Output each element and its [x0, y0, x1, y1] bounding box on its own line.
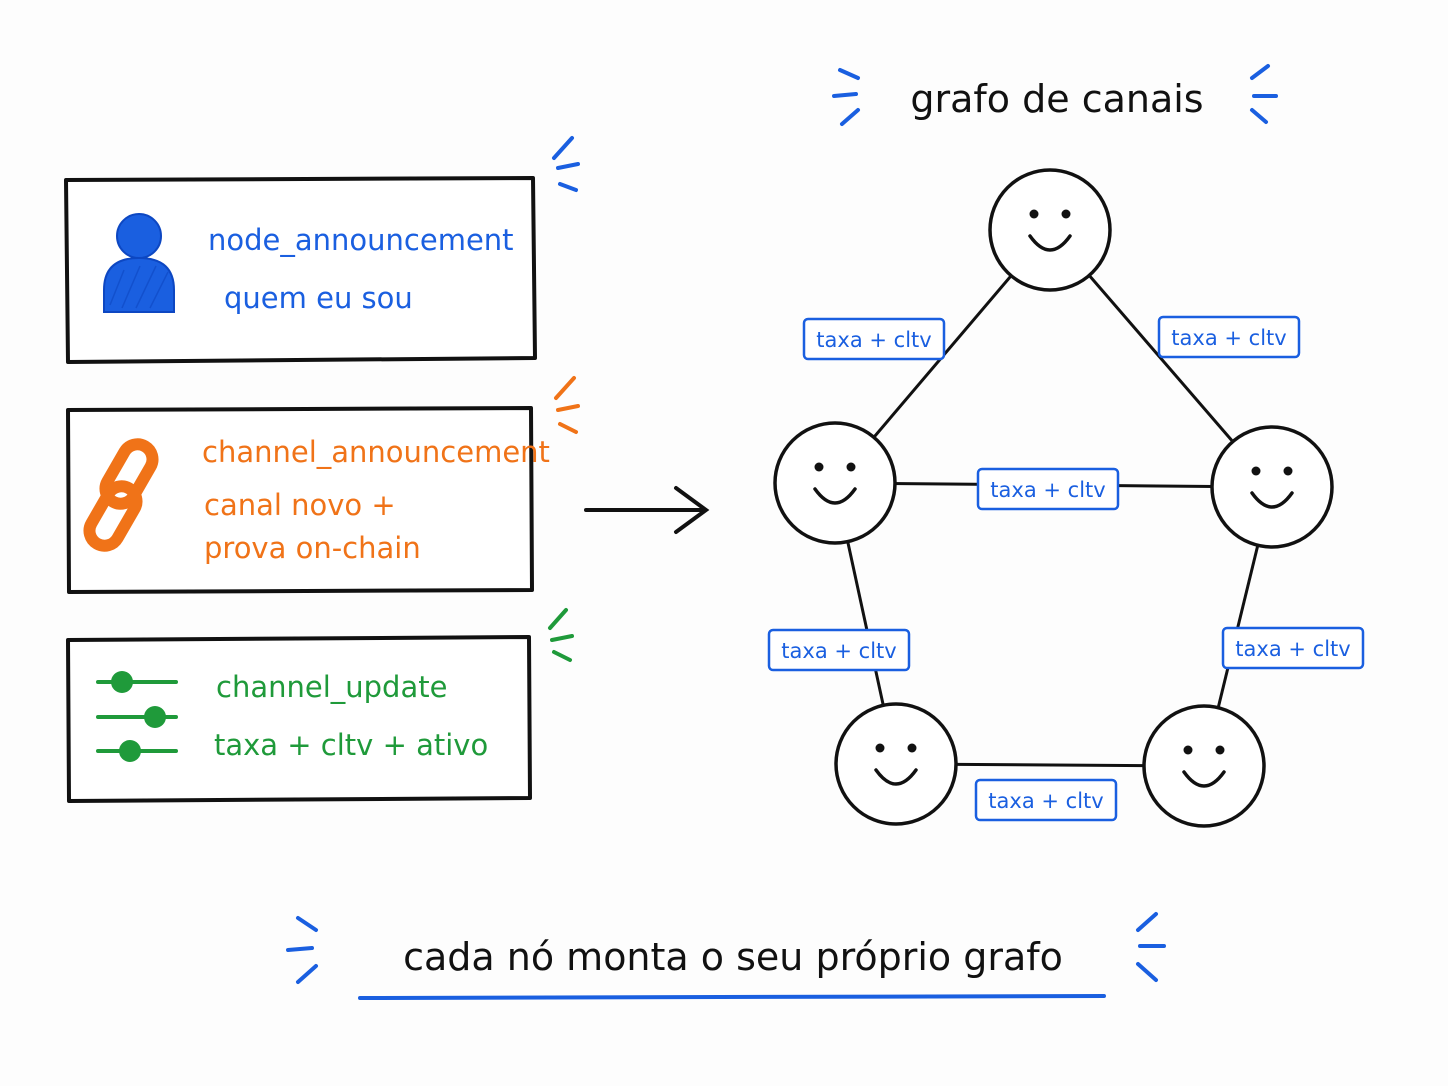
smiley-mouth — [1028, 234, 1072, 252]
smiley-eye-right — [1215, 745, 1225, 755]
smiley-face-icon — [834, 702, 958, 826]
smiley-eye-left — [814, 462, 824, 472]
edge-label: taxa + cltv — [767, 628, 911, 672]
smiley-mouth — [874, 768, 918, 786]
card-update-line-1: taxa + cltv + ativo — [214, 728, 488, 762]
smiley-mouth — [1182, 770, 1226, 788]
edge-label: taxa + cltv — [1221, 626, 1365, 670]
card-channel-title: channel_announcement — [202, 435, 550, 469]
edge-label-box — [1157, 315, 1301, 359]
graph-node-right — [1210, 425, 1334, 549]
card-channel-update: channel_update taxa + cltv + ativo — [66, 608, 574, 803]
graph-nodes — [773, 168, 1334, 828]
smiley-eye-left — [875, 743, 885, 753]
card-channel-announcement: channel_announcement canal novo + prova … — [66, 376, 580, 594]
chain-link-icon — [83, 438, 159, 552]
edge-label-text: taxa + cltv — [816, 328, 931, 352]
footer-underline — [358, 994, 1106, 1000]
edge-label: taxa + cltv — [976, 467, 1120, 511]
sliders-icon — [96, 671, 178, 762]
edge-label-box — [767, 628, 911, 672]
graph-node-bottom-right — [1142, 704, 1266, 828]
smiley-eye-right — [907, 743, 917, 753]
edge-label-text: taxa + cltv — [1235, 637, 1350, 661]
footer-group: cada nó monta o seu próprio grafo — [286, 912, 1166, 1000]
emphasis-marks-footer-right — [1136, 912, 1166, 982]
edge-label-box — [976, 467, 1120, 511]
smiley-mouth — [1250, 491, 1294, 509]
graph-title: grafo de canais — [910, 77, 1203, 121]
emphasis-marks-green — [548, 608, 574, 662]
edge-label-text: taxa + cltv — [990, 478, 1105, 502]
edge-label-text: taxa + cltv — [988, 789, 1103, 813]
person-icon — [103, 213, 175, 313]
emphasis-marks-orange — [554, 376, 580, 434]
card-node-title: node_announcement — [208, 223, 514, 257]
arrow-right-icon — [584, 486, 710, 534]
smiley-eye-right — [846, 462, 856, 472]
smiley-eye-left — [1183, 745, 1193, 755]
smiley-face-icon — [773, 421, 897, 545]
graph-edge-labels: taxa + cltv taxa + cltv taxa + cltv taxa + … — [767, 315, 1365, 822]
smiley-eye-left — [1029, 209, 1039, 219]
smiley-eye-right — [1061, 209, 1071, 219]
card-node-line-1: quem eu sou — [224, 281, 413, 315]
edge-label-box — [802, 317, 946, 361]
edge-label-box — [974, 778, 1118, 822]
emphasis-marks-title-left — [832, 68, 860, 126]
emphasis-marks-title-right — [1250, 64, 1278, 124]
smiley-face-icon — [1210, 425, 1334, 549]
edge-label: taxa + cltv — [802, 317, 946, 361]
graph-node-top — [988, 168, 1112, 292]
card-update-title: channel_update — [216, 670, 447, 704]
emphasis-marks-footer-left — [286, 916, 318, 984]
smiley-face-icon — [1142, 704, 1266, 828]
smiley-mouth — [813, 487, 857, 505]
emphasis-marks-blue — [552, 136, 580, 192]
card-channel-line-1: canal novo + — [204, 488, 396, 522]
graph-node-left — [773, 421, 897, 545]
smiley-eye-left — [1251, 466, 1261, 476]
footer-text: cada nó monta o seu próprio grafo — [403, 935, 1063, 979]
card-node-announcement: node_announcement quem eu sou — [64, 136, 580, 364]
edge-label-box — [1221, 626, 1365, 670]
smiley-face-icon — [988, 168, 1112, 292]
card-channel-line-2: prova on-chain — [204, 531, 421, 565]
graph-title-group: grafo de canais — [832, 64, 1278, 126]
edge-label-text: taxa + cltv — [1171, 326, 1286, 350]
graph-node-bottom-left — [834, 702, 958, 826]
smiley-eye-right — [1283, 466, 1293, 476]
edge-label: taxa + cltv — [1157, 315, 1301, 359]
edge-label-text: taxa + cltv — [781, 639, 896, 663]
edge-label: taxa + cltv — [974, 778, 1118, 822]
